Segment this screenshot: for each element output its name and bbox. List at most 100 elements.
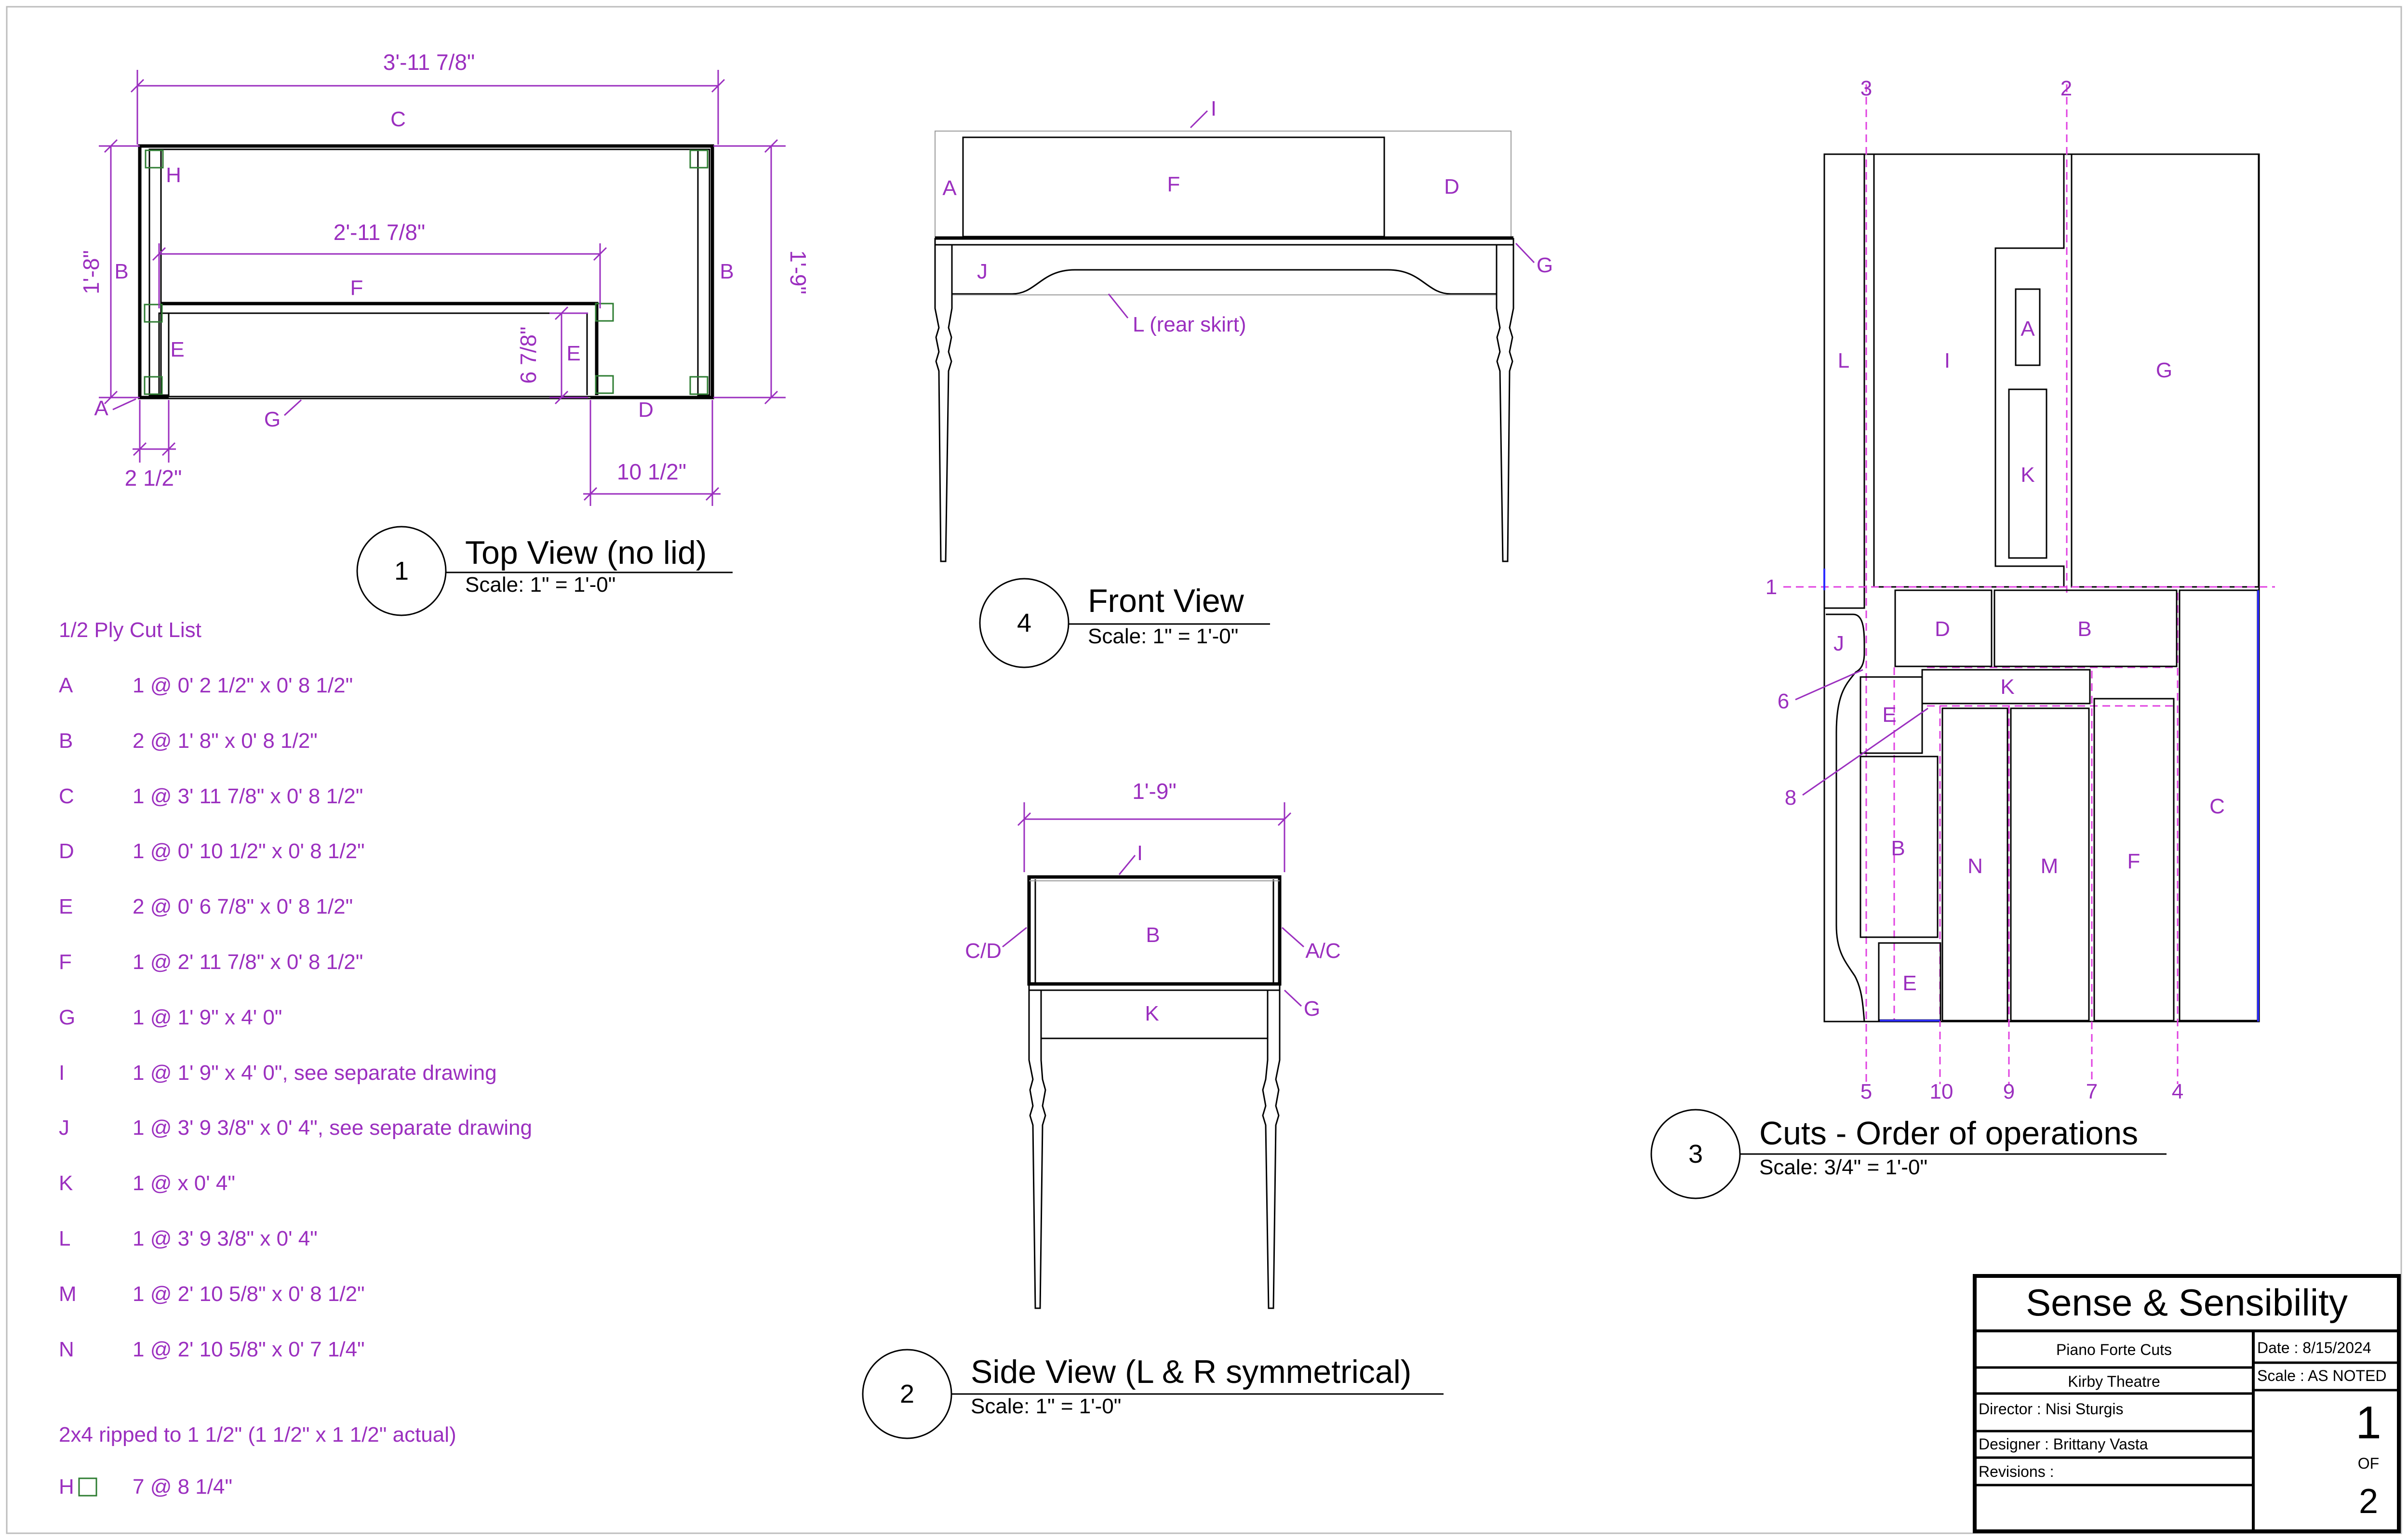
piece-label: E — [1882, 703, 1896, 727]
drawing-title: Piano Forte Cuts — [2056, 1341, 2172, 1358]
cut-list-letter: A — [59, 674, 73, 697]
piece-b-lower — [1860, 756, 1939, 938]
top-view-scale: Scale: 1" = 1'-0" — [465, 573, 615, 597]
cut-list-letter: E — [59, 895, 73, 918]
cut-list-letter: L — [59, 1227, 70, 1250]
dim-left-height: 1'-8" — [79, 250, 104, 294]
piece-a — [2015, 288, 2041, 366]
cut-view-title: Cuts - Order of operations — [1759, 1115, 2138, 1152]
dim-e-depth: 6 7/8" — [516, 327, 541, 384]
front-label-j: J — [977, 260, 988, 283]
op-number: 6 — [1778, 690, 1789, 713]
h-block — [689, 376, 709, 395]
piece-label: J — [1833, 632, 1844, 655]
date: Date : 8/15/2024 — [2257, 1339, 2371, 1356]
cut-list-spec: 1 @ x 0' 4" — [133, 1171, 235, 1195]
piece-l — [1823, 153, 1865, 609]
revisions: Revisions : — [1979, 1463, 2054, 1480]
dim-overall-width: 3'-11 7/8" — [383, 50, 475, 75]
designer: Designer : Brittany Vasta — [1979, 1435, 2148, 1453]
piece-k — [2008, 388, 2047, 559]
op-number: 9 — [2003, 1080, 2015, 1103]
front-label-l: L (rear skirt) — [1133, 313, 1246, 336]
cut-list-spec: 1 @ 2' 10 5/8" x 0' 7 1/4" — [133, 1338, 365, 1361]
piece-label: N — [1967, 854, 1983, 878]
front-label-g: G — [1537, 253, 1553, 277]
op-number: 3 — [1860, 77, 1872, 100]
side-view-scale: Scale: 1" = 1'-0" — [971, 1394, 1121, 1418]
label-b-left: B — [114, 260, 128, 283]
cut-list-spec: 1 @ 3' 9 3/8" x 0' 4", see separate draw… — [133, 1116, 532, 1140]
scale: Scale : AS NOTED — [2257, 1367, 2387, 1384]
piece-label: E — [1902, 971, 1916, 995]
dim-a-width: 2 1/2" — [125, 465, 182, 491]
op-number: 2 — [2060, 77, 2072, 100]
view-number-2: 2 — [900, 1380, 914, 1408]
side-view: 1'-9" I B C/D A/C G K 2 Side View (L & R… — [862, 779, 1444, 1439]
director: Director : Nisi Sturgis — [1979, 1400, 2124, 1418]
cut-list-spec: 1 @ 1' 9" x 4' 0" — [133, 1006, 282, 1029]
piece-b-upper — [1993, 589, 2178, 667]
label-c: C — [390, 107, 406, 131]
h-block — [144, 304, 163, 323]
piece-f — [2093, 698, 2175, 1022]
label-h: H — [166, 163, 181, 187]
lumber-spec: 7 @ 8 1/4" — [133, 1475, 232, 1499]
side-dim-width: 1'-9" — [1132, 779, 1177, 804]
sheet-border — [6, 6, 2402, 1534]
label-f: F — [350, 276, 363, 300]
top-view-title: Top View (no lid) — [465, 534, 707, 571]
project-title: Sense & Sensibility — [2026, 1281, 2348, 1324]
cut-list-letter: D — [59, 839, 74, 863]
piece-d — [1894, 589, 1993, 667]
piece-label: F — [2127, 850, 2140, 873]
front-label-f: F — [1167, 173, 1180, 196]
front-view: I A F D G J L (rear skirt) 4 Front View … — [934, 97, 1553, 668]
piece-label: G — [2156, 358, 2172, 382]
view-number-3: 3 — [1688, 1140, 1703, 1168]
cut-list-spec: 1 @ 3' 11 7/8" x 0' 8 1/2" — [133, 784, 363, 808]
cut-list-letter: N — [59, 1338, 74, 1361]
side-label-ac: A/C — [1305, 939, 1340, 963]
cut-list-spec: 2 @ 0' 6 7/8" x 0' 8 1/2" — [133, 895, 353, 918]
piece-label: K — [2020, 463, 2034, 487]
lumber-title: 2x4 ripped to 1 1/2" (1 1/2" x 1 1/2" ac… — [59, 1423, 456, 1447]
cut-list-spec: 1 @ 1' 9" x 4' 0", see separate drawing — [133, 1061, 497, 1085]
cut-list-title: 1/2 Ply Cut List — [59, 618, 201, 642]
label-a: A — [94, 397, 108, 420]
piece-label: I — [1944, 349, 1950, 372]
top-view: 3'-11 7/8" 2'-11 7/8" 1'-8" 1'-9" 6 7/8" — [79, 50, 811, 616]
piece-j — [1826, 613, 1865, 1022]
side-label-b: B — [1146, 923, 1160, 947]
front-label-i: I — [1211, 97, 1217, 120]
label-d: D — [638, 398, 654, 422]
side-view-title: Side View (L & R symmetrical) — [971, 1354, 1411, 1390]
cut-list: 1/2 Ply Cut List A 1 @ 0' 2 1/2" x 0' 8 1… — [59, 618, 532, 1499]
front-view-title: Front View — [1088, 583, 1244, 619]
sheet-number: 1 — [2355, 1397, 2381, 1448]
label-g: G — [264, 408, 281, 431]
front-label-d: D — [1444, 175, 1459, 199]
op-number: 4 — [2172, 1080, 2183, 1103]
piece-label: K — [2000, 675, 2014, 699]
piece-n — [1941, 707, 2008, 1022]
piece-label: L — [1838, 349, 1849, 372]
side-label-k: K — [1145, 1002, 1159, 1025]
cut-list-spec: 1 @ 3' 9 3/8" x 0' 4" — [133, 1227, 318, 1250]
label-e-right: E — [566, 342, 580, 365]
piece-label: M — [2041, 854, 2059, 878]
op-number: 8 — [1785, 786, 1796, 810]
front-label-a: A — [942, 176, 957, 200]
dim-inner-width: 2'-11 7/8" — [334, 220, 426, 245]
piece-e-upper — [1860, 676, 1923, 754]
view-number-1: 1 — [394, 557, 409, 585]
dim-right-height: 1'-9" — [786, 250, 811, 294]
cut-list-spec: 1 @ 0' 2 1/2" x 0' 8 1/2" — [133, 674, 353, 697]
cut-list-spec: 1 @ 2' 11 7/8" x 0' 8 1/2" — [133, 950, 363, 974]
cut-list-spec: 2 @ 1' 8" x 0' 8 1/2" — [133, 729, 318, 753]
op-number: 10 — [1930, 1080, 1953, 1103]
view-number-4: 4 — [1017, 609, 1031, 637]
piece-label: D — [1935, 617, 1950, 641]
h-block — [595, 303, 614, 322]
